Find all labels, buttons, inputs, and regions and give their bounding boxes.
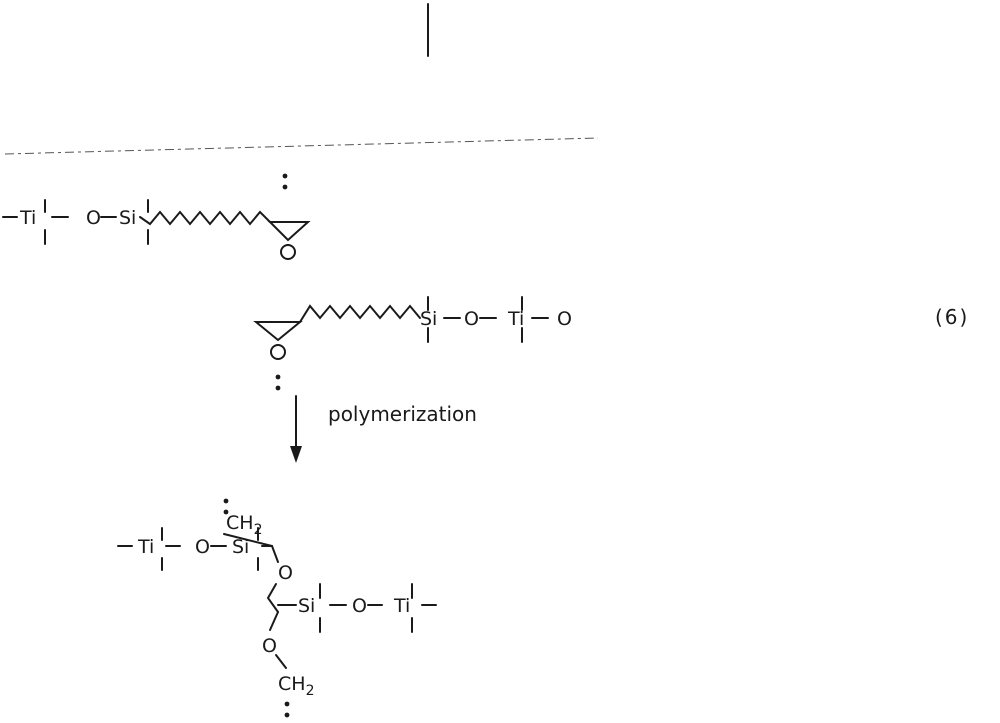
o-atom: O xyxy=(278,562,293,584)
epoxide-oxygen xyxy=(270,344,286,360)
epoxide-ring xyxy=(253,321,303,342)
o-atom: O xyxy=(262,635,277,657)
epoxide-oxygen xyxy=(280,244,296,260)
si-atom: Si xyxy=(232,536,249,558)
polymer-product: Ti O Si CH2 O Si O Ti O CH2 xyxy=(117,498,437,718)
alkyl-chain xyxy=(139,210,271,226)
si-atom: Si xyxy=(420,308,437,330)
reaction-label: polymerization xyxy=(328,402,477,426)
ch2-group: CH2 xyxy=(278,673,314,699)
ti-atom: Ti xyxy=(137,536,154,558)
o-atom: O xyxy=(195,536,210,558)
o-atom: O xyxy=(557,308,572,330)
monomer-2: Si O Ti O xyxy=(253,296,572,360)
ti-atom: Ti xyxy=(507,308,524,330)
ti-atom: Ti xyxy=(393,595,410,617)
reaction-arrow xyxy=(290,395,302,463)
epoxide-ring xyxy=(267,221,311,242)
o-atom: O xyxy=(464,308,479,330)
alkyl-chain xyxy=(299,304,421,323)
equation-number: (6) xyxy=(935,305,969,329)
ch2-group: CH2 xyxy=(226,512,262,538)
si-atom: Si xyxy=(119,207,136,229)
ti-atom: Ti xyxy=(19,207,36,229)
separator-line xyxy=(4,137,599,155)
ellipsis-top xyxy=(282,173,288,190)
si-atom: Si xyxy=(298,595,315,617)
o-atom: O xyxy=(352,595,367,617)
monomer-1: Ti O Si xyxy=(2,199,311,260)
o-atom: O xyxy=(86,207,101,229)
ellipsis-middle xyxy=(275,374,281,391)
